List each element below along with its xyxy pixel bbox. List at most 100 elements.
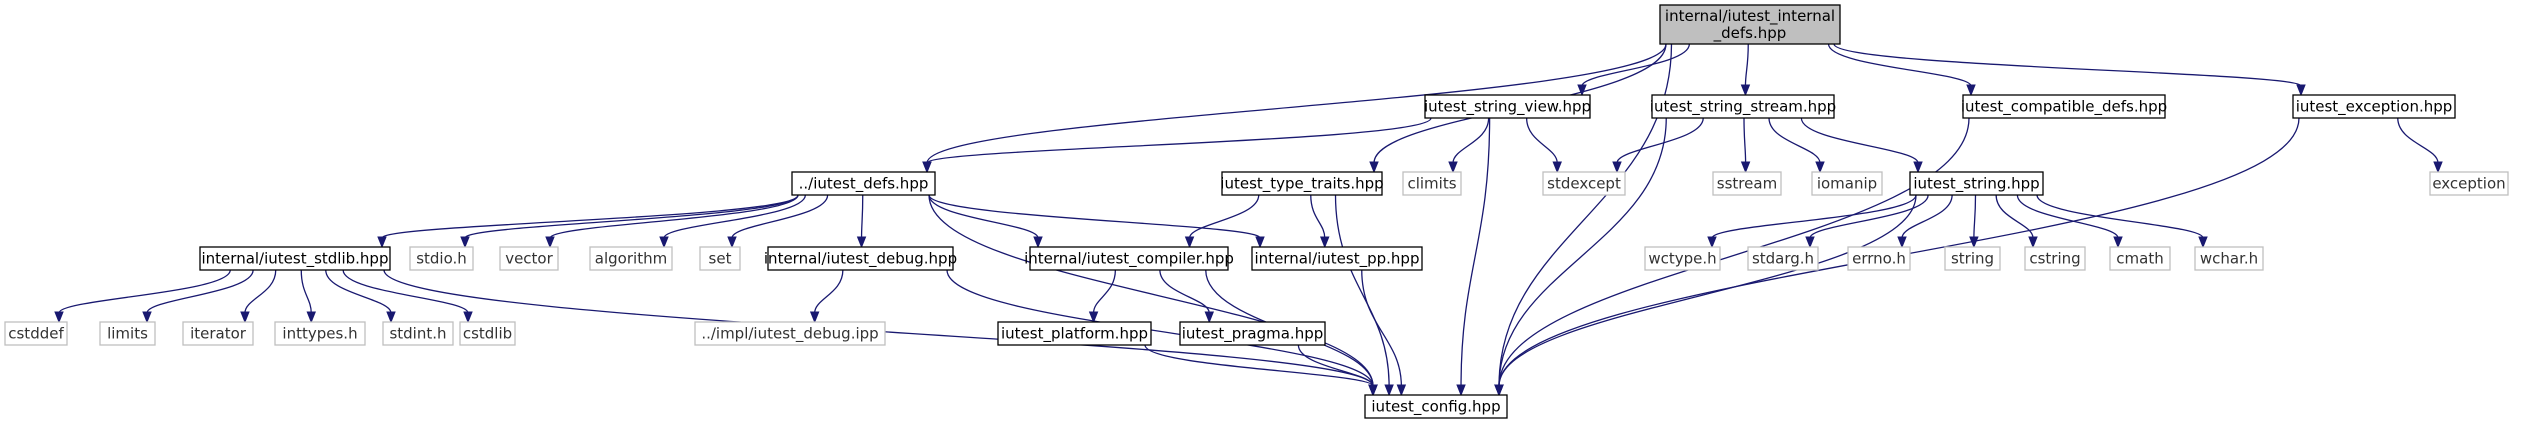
edge-iutest_defs-to-config xyxy=(928,194,1378,397)
edge-line xyxy=(1833,43,2302,87)
node-root[interactable]: internal/iutest_internal_defs.hpp xyxy=(1659,4,1841,45)
edge-arrowhead xyxy=(1552,161,1562,174)
node-label: iutest_type_traits.hpp xyxy=(1220,175,1383,194)
edge-line xyxy=(1995,194,2034,239)
edge-arrowhead xyxy=(1740,161,1751,174)
node-iutest_string[interactable]: iutest_string.hpp xyxy=(1909,171,2044,196)
edge-iutest_string-to-wchar_h xyxy=(2036,194,2208,249)
edge-compiler-to-platform xyxy=(1088,269,1117,324)
node-box xyxy=(1402,171,1462,196)
node-pp[interactable]: internal/iutest_pp.hpp xyxy=(1251,246,1423,271)
edge-line xyxy=(1827,43,1972,87)
node-label: iutest_string.hpp xyxy=(1913,175,2039,194)
node-box xyxy=(274,321,366,346)
edge-arrowhead xyxy=(1320,236,1330,249)
node-label: cstring xyxy=(2029,250,2080,268)
edge-arrowhead xyxy=(1612,161,1622,174)
node-box xyxy=(997,321,1152,346)
node-box xyxy=(1944,246,2001,271)
node-label: exception xyxy=(2432,175,2505,193)
node-label: iutest_exception.hpp xyxy=(2296,98,2453,117)
edge-string_stream-to-iutest_string xyxy=(1800,117,1923,174)
edge-line xyxy=(300,269,312,314)
node-label: ../iutest_defs.hpp xyxy=(799,175,929,194)
edge-arrowhead xyxy=(1033,236,1043,249)
node-box xyxy=(1847,246,1911,271)
edge-line xyxy=(1361,269,1402,387)
edge-arrowhead xyxy=(1448,161,1458,174)
edge-line xyxy=(1581,43,1691,87)
edges-layer xyxy=(54,43,2443,397)
edge-arrowhead xyxy=(1369,161,1379,174)
edge-line xyxy=(1297,344,1374,387)
node-string_stream[interactable]: iutest_string_stream.hpp xyxy=(1650,94,1836,119)
node-set: set xyxy=(699,246,741,271)
node-iomanip: iomanip xyxy=(1811,171,1883,196)
node-debug[interactable]: internal/iutest_debug.hpp xyxy=(764,246,957,271)
node-pragma[interactable]: iutest_pragma.hpp xyxy=(1179,321,1326,346)
node-box xyxy=(1251,246,1423,271)
edge-arrowhead xyxy=(856,236,867,249)
edge-line xyxy=(1525,117,1558,164)
node-box xyxy=(4,321,68,346)
node-inttypes_h: inttypes.h xyxy=(274,321,366,346)
node-box xyxy=(1179,321,1326,346)
node-string: string xyxy=(1944,246,2001,271)
node-limits: limits xyxy=(99,321,156,346)
nodes-layer: internal/iutest_internal_defs.hpp iutest_… xyxy=(4,4,2509,419)
node-compiler[interactable]: internal/iutest_compiler.hpp xyxy=(1024,246,1234,271)
node-debug_ipp: ../impl/iutest_debug.ipp xyxy=(694,321,886,346)
node-cstddef: cstddef xyxy=(4,321,68,346)
node-label: iutest_pragma.hpp xyxy=(1182,325,1324,344)
edge-arrowhead xyxy=(1577,84,1587,97)
node-box xyxy=(1659,4,1841,45)
node-stdlib[interactable]: internal/iutest_stdlib.hpp xyxy=(199,246,391,271)
edge-type_traits-to-compiler xyxy=(1184,194,1260,249)
edge-arrowhead xyxy=(2198,236,2208,249)
edge-arrowhead xyxy=(1204,311,1215,324)
edge-line xyxy=(928,194,1374,387)
edge-arrowhead xyxy=(922,161,932,174)
node-compatible_defs[interactable]: iutest_compatible_defs.hpp xyxy=(1961,94,2167,119)
node-string_view[interactable]: iutest_string_view.hpp xyxy=(1424,94,1591,119)
edge-debug-to-debug_ipp xyxy=(809,269,844,324)
node-label: cmath xyxy=(2116,250,2163,268)
edge-pp-to-config xyxy=(1361,269,1407,397)
edge-line xyxy=(342,269,469,314)
edge-stdlib-to-cstdlib xyxy=(342,269,473,324)
node-label: iutest_string_view.hpp xyxy=(1424,98,1591,117)
edge-arrowhead xyxy=(377,236,387,249)
edge-iutest_string-to-string xyxy=(1969,194,1979,249)
node-exception_hpp[interactable]: iutest_exception.hpp xyxy=(2292,94,2456,119)
edge-arrowhead xyxy=(2433,161,2443,174)
node-type_traits[interactable]: iutest_type_traits.hpp xyxy=(1220,171,1384,196)
node-label: climits xyxy=(1407,175,1456,193)
node-label: string xyxy=(1951,250,1994,268)
node-iterator: iterator xyxy=(182,321,254,346)
node-iutest_defs[interactable]: ../iutest_defs.hpp xyxy=(791,171,936,196)
edge-string_view-to-climits xyxy=(1448,117,1490,174)
edge-arrowhead xyxy=(1815,161,1825,174)
node-label: iutest_compatible_defs.hpp xyxy=(1961,98,2167,117)
node-box xyxy=(1364,394,1508,419)
edge-line xyxy=(928,194,1261,239)
edge-line xyxy=(1973,194,1977,239)
edge-arrowhead xyxy=(240,311,250,324)
edge-string_stream-to-config xyxy=(1494,117,1667,397)
node-label: internal/iutest_compiler.hpp xyxy=(1024,250,1234,269)
node-box xyxy=(99,321,156,346)
node-stdexcept: stdexcept xyxy=(1542,171,1626,196)
edge-line xyxy=(2036,194,2204,239)
edge-arrowhead xyxy=(1740,84,1751,97)
node-exception: exception xyxy=(2429,171,2509,196)
node-config[interactable]: iutest_config.hpp xyxy=(1364,394,1508,419)
edge-type_traits-to-config xyxy=(1334,194,1394,397)
edge-arrowhead xyxy=(1368,384,1378,397)
node-label: sstream xyxy=(1717,175,1777,193)
node-box xyxy=(791,171,936,196)
node-platform[interactable]: iutest_platform.hpp xyxy=(997,321,1152,346)
node-label: wchar.h xyxy=(2200,250,2258,268)
edge-arrowhead xyxy=(1494,384,1504,397)
edge-iutest_defs-to-algorithm xyxy=(659,194,807,249)
edge-line xyxy=(1460,117,1491,387)
